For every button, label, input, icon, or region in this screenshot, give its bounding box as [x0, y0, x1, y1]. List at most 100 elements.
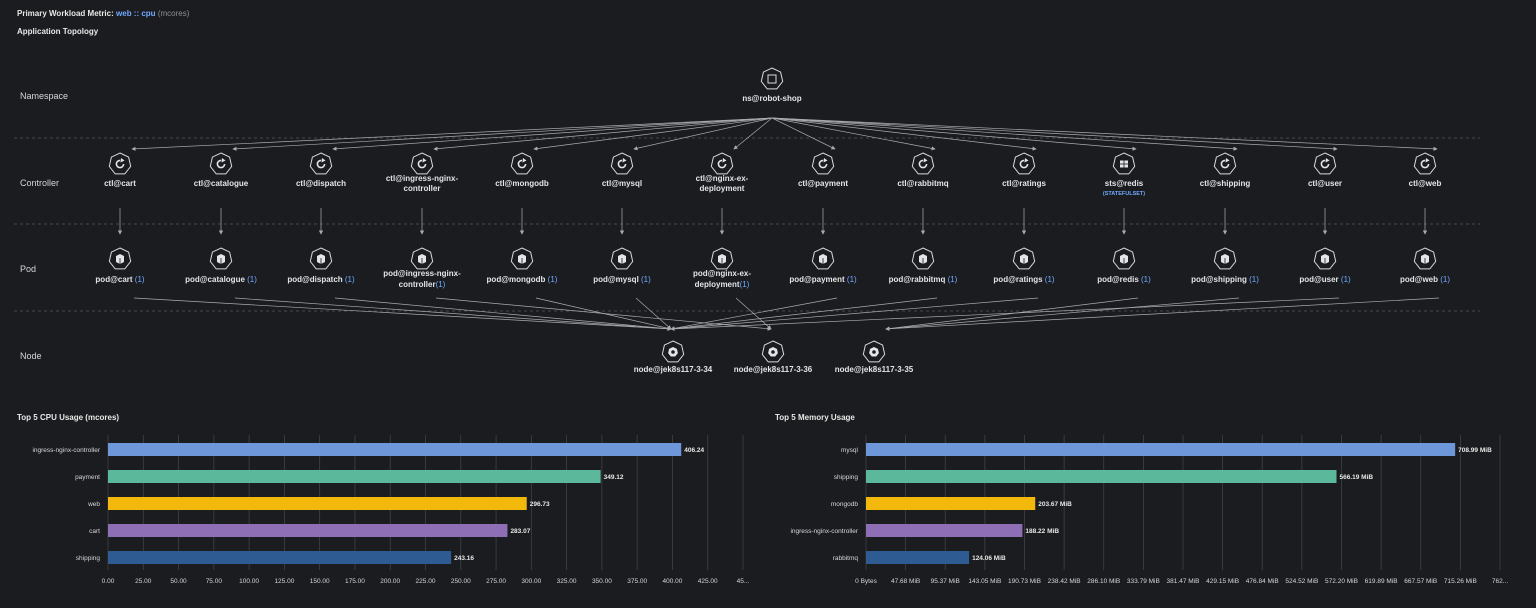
- pod-node[interactable]: [410, 247, 434, 270]
- controller-node[interactable]: [1313, 152, 1337, 175]
- bar[interactable]: [866, 551, 970, 564]
- pod-count[interactable]: (1): [247, 275, 257, 284]
- pod-icon: [418, 254, 426, 264]
- pod-icon: [1020, 254, 1028, 264]
- bar[interactable]: [108, 497, 527, 510]
- bar[interactable]: [866, 443, 1456, 456]
- pod-label-cont: deployment(1): [695, 280, 750, 289]
- pod-icon: [518, 254, 526, 264]
- pod-node[interactable]: [1213, 247, 1237, 270]
- pod-count[interactable]: (1): [1249, 275, 1259, 284]
- controller-node[interactable]: [410, 152, 434, 175]
- node-outline: [1213, 152, 1237, 175]
- x-tick-label: 715.26 MiB: [1444, 578, 1477, 585]
- data-label: 203.67 MiB: [1038, 501, 1072, 508]
- node-outline: [510, 152, 534, 175]
- x-tick-label: 238.42 MiB: [1048, 578, 1081, 585]
- pod-node[interactable]: [1313, 247, 1337, 270]
- controller-node[interactable]: [811, 152, 835, 175]
- pod-count[interactable]: (1): [548, 275, 558, 284]
- bar[interactable]: [108, 470, 601, 483]
- x-tick-label: 190.73 MiB: [1008, 578, 1041, 585]
- controller-node[interactable]: [1112, 152, 1136, 175]
- edge: [771, 117, 1137, 151]
- controller-node[interactable]: [1213, 152, 1237, 175]
- pod-count[interactable]: (1): [847, 275, 857, 284]
- controller-label: ctl@nginx-ex-: [696, 174, 749, 183]
- pod-count[interactable]: (1): [135, 275, 145, 284]
- pod-node[interactable]: [108, 247, 132, 270]
- pod-count[interactable]: (1): [1440, 275, 1450, 284]
- pod-count[interactable]: (1): [1045, 275, 1055, 284]
- controller-node[interactable]: [710, 152, 734, 175]
- edge: [670, 297, 838, 331]
- data-label: 349.12: [604, 474, 624, 481]
- namespace-node[interactable]: [760, 67, 784, 90]
- bar[interactable]: [866, 470, 1337, 483]
- x-tick-label: 429.15 MiB: [1206, 578, 1239, 585]
- bar[interactable]: [866, 524, 1023, 537]
- pod-count[interactable]: (1): [641, 275, 651, 284]
- pod-label: pod@catalogue (1): [185, 275, 257, 284]
- controller-node[interactable]: [911, 152, 935, 175]
- edge: [232, 117, 773, 151]
- controller-label-cont: controller: [404, 184, 441, 193]
- controller-node[interactable]: [309, 152, 333, 175]
- pod-node[interactable]: [1012, 247, 1036, 270]
- category-label: mongodb: [831, 501, 858, 508]
- pod-node[interactable]: [911, 247, 935, 270]
- pod-node[interactable]: [309, 247, 333, 270]
- edge: [332, 117, 773, 151]
- pod-icon: [718, 254, 726, 264]
- x-tick-label: 619.89 MiB: [1365, 578, 1398, 585]
- controller-node[interactable]: [209, 152, 233, 175]
- namespace-label: ns@robot-shop: [742, 94, 801, 103]
- data-label: 296.73: [530, 501, 550, 508]
- pod-node[interactable]: [1112, 247, 1136, 270]
- controller-label: ctl@ingress-nginx-: [386, 174, 459, 183]
- bar[interactable]: [866, 497, 1036, 510]
- row-label: Namespace: [20, 91, 68, 101]
- pod-count[interactable]: (1): [436, 280, 446, 289]
- controller-node[interactable]: [510, 152, 534, 175]
- x-tick-label: 125.00: [274, 578, 294, 585]
- controller-node[interactable]: [1012, 152, 1036, 175]
- node-outline: [811, 152, 835, 175]
- x-tick-label: 0.00: [102, 578, 115, 585]
- pod-count[interactable]: (1): [345, 275, 355, 284]
- data-label: 708.99 MiB: [1458, 447, 1492, 454]
- pod-count[interactable]: (1): [948, 275, 958, 284]
- pod-label: pod@mysql (1): [593, 275, 651, 284]
- pod-node[interactable]: [610, 247, 634, 270]
- pod-icon: [919, 254, 927, 264]
- pod-count[interactable]: (1): [1341, 275, 1351, 284]
- pod-count[interactable]: (1): [740, 280, 750, 289]
- edge: [334, 297, 672, 331]
- pod-label: pod@redis (1): [1097, 275, 1151, 284]
- bar[interactable]: [108, 443, 682, 456]
- node-outline: [1012, 152, 1036, 175]
- bar[interactable]: [108, 524, 508, 537]
- edge: [771, 117, 936, 151]
- k8s-node[interactable]: [761, 340, 785, 363]
- metric-link[interactable]: web :: cpu: [116, 9, 156, 18]
- pod-count[interactable]: (1): [1141, 275, 1151, 284]
- controller-node[interactable]: [610, 152, 634, 175]
- topology-title: Application Topology: [17, 27, 99, 36]
- pod-node[interactable]: [510, 247, 534, 270]
- k8s-node[interactable]: [661, 340, 685, 363]
- pod-label: pod@payment (1): [789, 275, 857, 284]
- k8s-node[interactable]: [862, 340, 886, 363]
- pod-node[interactable]: [1413, 247, 1437, 270]
- pod-node[interactable]: [811, 247, 835, 270]
- pod-node[interactable]: [209, 247, 233, 270]
- edge: [771, 117, 1238, 151]
- bar[interactable]: [108, 551, 452, 564]
- controller-node[interactable]: [1413, 152, 1437, 175]
- refresh-icon: [818, 158, 828, 169]
- controller-node[interactable]: [108, 152, 132, 175]
- x-tick-label: 275.00: [486, 578, 506, 585]
- pod-node[interactable]: [710, 247, 734, 270]
- statefulset-badge: (STATEFULSET): [1103, 191, 1145, 197]
